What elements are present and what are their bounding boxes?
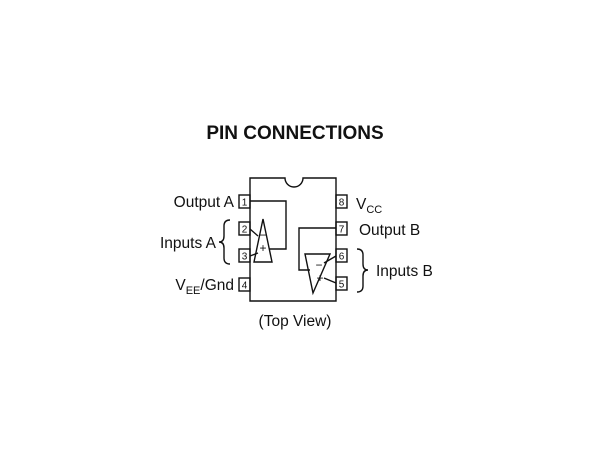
inputs-b-brace [356,248,369,293]
pin-6-box [335,248,348,263]
opamp-b-output-wire [298,227,336,271]
pin-2-number: 2 [242,225,248,236]
opamp-b-inverting-wire [323,255,337,264]
pin-8-number: 8 [339,198,345,209]
diagram-title: PIN CONNECTIONS [206,123,383,144]
pin-4-number: 4 [242,281,248,292]
inputs-a-label: Inputs A [160,235,217,252]
opamp-a-plus-sign: + [259,241,266,255]
opamp-a-inverting-wire [249,228,259,237]
pin-4-label: VEE/Gnd [175,277,234,297]
pin-8-label-main: V [356,196,367,213]
pin-3-number: 3 [242,252,248,263]
pin-6-number: 6 [339,252,345,263]
ic-package-outline [249,177,337,302]
pin-5-box [335,276,348,291]
pin-7-label: Output B [359,222,420,239]
pin-2-box [238,221,251,236]
opamp-a-symbol [253,218,273,263]
inputs-a-brace [218,219,231,265]
top-view-caption: (Top View) [259,313,332,330]
opamp-a-noninverting-wire [249,252,259,257]
inputs-b-label: Inputs B [376,263,433,280]
pin-5-number: 5 [339,280,345,291]
pin-8-label: VCC [356,196,382,216]
pin-4-box [238,277,251,292]
pin-4-label-main: V [175,277,186,294]
opamp-a-minus-sign: − [259,228,266,242]
opamp-b-plus-sign: + [316,271,323,285]
pin-4-label-suffix: /Gnd [200,277,234,294]
opamp-b-symbol [304,253,332,296]
opamp-b-noninverting-wire [323,277,337,284]
pin-8-box [335,194,348,209]
pin-1-number: 1 [242,198,248,209]
pin-8-label-subscript: CC [366,204,382,216]
opamp-b-minus-sign: − [315,258,322,272]
pin-7-number: 7 [339,225,345,236]
pin-4-label-subscript: EE [186,285,201,297]
opamp-a-output-wire [250,200,287,250]
pin-1-label: Output A [174,194,235,211]
